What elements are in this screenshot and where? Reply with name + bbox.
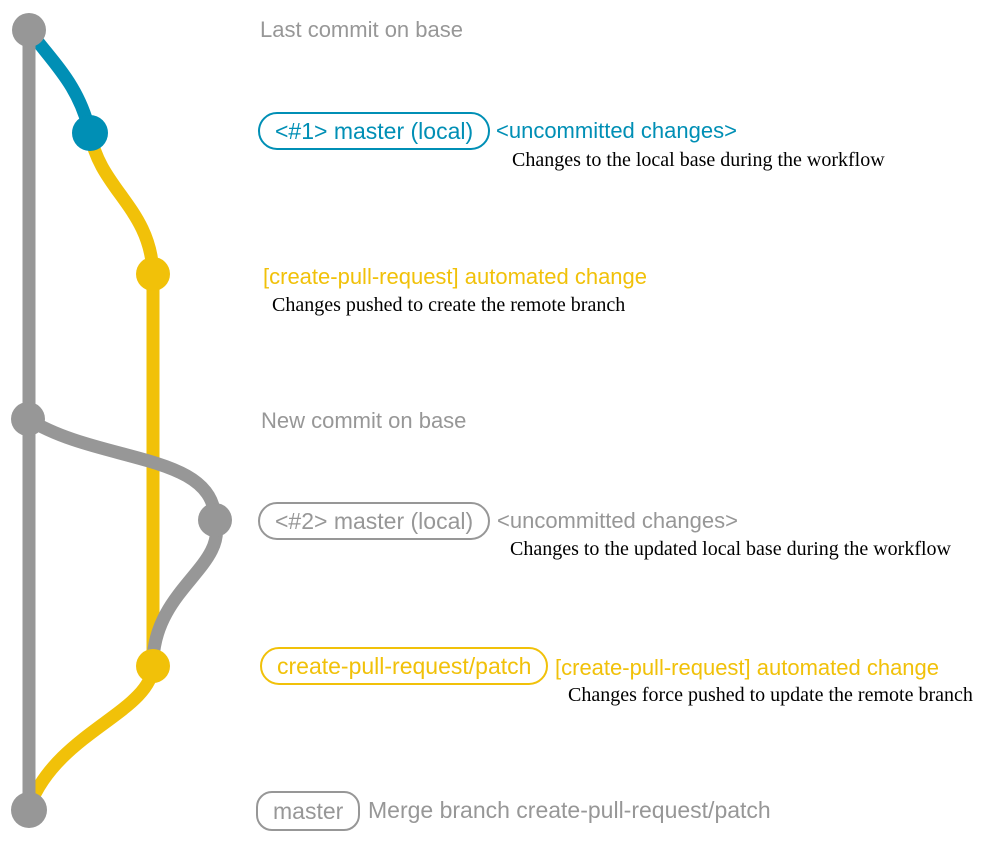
commit-node-push-2 — [136, 649, 170, 683]
branch-tag-master-local-2: <#2> master (local) — [258, 502, 491, 540]
commit-node-last-base — [12, 13, 46, 47]
local2-merge-line — [146, 518, 224, 661]
branch-tag-master-local-1: <#1> master (local) — [258, 112, 491, 150]
branch-tag-create-pull-request-patch: create-pull-request/patch — [260, 647, 549, 685]
commit-message-merge: Merge branch create-pull-request/patch — [368, 797, 771, 823]
description-uncommitted-1: Changes to the local base during the wor… — [512, 149, 885, 171]
annotation-new-commit-on-base: New commit on base — [261, 408, 467, 433]
commit-message-automated-2: [create-pull-request] automated change — [555, 655, 940, 680]
description-automated-2: Changes force pushed to update the remot… — [568, 684, 973, 706]
commit-node-push-1 — [136, 257, 170, 291]
patch-branch-line — [23, 131, 160, 808]
commit-message-uncommitted-2: <uncommitted changes> — [497, 508, 738, 533]
commit-message-uncommitted-1: <uncommitted changes> — [496, 118, 737, 143]
commit-node-local-2 — [198, 503, 232, 537]
commit-node-new-base — [11, 402, 45, 436]
base-branchout-line — [24, 413, 222, 521]
commit-message-automated-1: [create-pull-request] automated change — [263, 264, 648, 289]
commit-node-local-1 — [72, 115, 108, 151]
branch-tag-master: master — [256, 791, 361, 831]
description-automated-1: Changes pushed to create the remote bran… — [272, 294, 626, 316]
annotation-last-commit-on-base: Last commit on base — [260, 17, 463, 42]
commit-node-merge — [11, 792, 47, 828]
description-uncommitted-2: Changes to the updated local base during… — [510, 538, 951, 560]
